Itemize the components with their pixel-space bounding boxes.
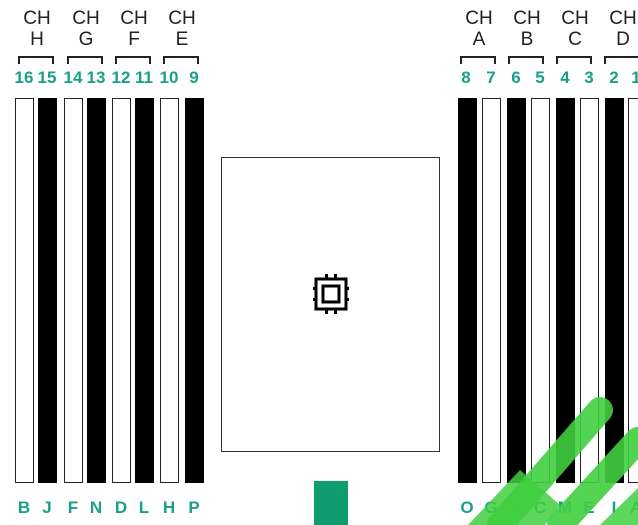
slot-letter: E: [583, 498, 595, 517]
channel-bracket-e: [163, 56, 199, 64]
slot-number: 5: [535, 68, 545, 87]
slot-letter: I: [611, 498, 617, 517]
slot-number: 6: [511, 68, 521, 87]
dimm-slot-10: [160, 98, 179, 483]
dimm-slot-1: [628, 98, 638, 483]
channel-bracket-a: [460, 56, 496, 64]
slot-letter: A: [629, 498, 638, 517]
dimm-slot-4: [556, 98, 575, 483]
slot-number: 15: [37, 68, 57, 87]
slot-number: 1: [631, 68, 638, 87]
channel-bracket-f: [115, 56, 151, 64]
slot-number: 8: [461, 68, 471, 87]
slot-number: 16: [14, 68, 34, 87]
slot-number: 10: [159, 68, 179, 87]
channel-bracket-b: [508, 56, 544, 64]
slot-number: 11: [135, 68, 153, 87]
slot-letter: F: [67, 498, 79, 517]
dimm-slot-5: [531, 98, 550, 483]
slot-letter: N: [89, 498, 103, 517]
slot-letter: C: [533, 498, 547, 517]
slot-letter: O: [460, 498, 474, 517]
dimm-slot-13: [87, 98, 106, 483]
dimm-slot-9: [185, 98, 204, 483]
slot-number: 12: [111, 68, 131, 87]
dimm-slot-3: [580, 98, 599, 483]
dimm-slot-12: [112, 98, 131, 483]
slot-letter: G: [484, 498, 498, 517]
slot-number: 13: [86, 68, 106, 87]
channel-bracket-h: [18, 56, 54, 64]
cpu-chip-icon: [313, 273, 349, 320]
slot-letter: K: [509, 498, 523, 517]
slot-letter: P: [188, 498, 200, 517]
slot-letter: B: [17, 498, 31, 517]
dimm-slot-7: [482, 98, 501, 483]
dimm-slot-16: [15, 98, 34, 483]
dimm-slot-8: [458, 98, 477, 483]
slot-number: 14: [63, 68, 83, 87]
channel-bracket-g: [67, 56, 103, 64]
dimm-slot-6: [507, 98, 526, 483]
dimm-slot-2: [605, 98, 624, 483]
slot-number: 3: [584, 68, 594, 87]
slot-number: 4: [560, 68, 570, 87]
channel-bracket-c: [556, 56, 592, 64]
slot-letter: D: [114, 498, 128, 517]
slot-letter: J: [42, 498, 52, 517]
slot-number: 7: [486, 68, 496, 87]
processor-socket: [221, 157, 440, 452]
slot-letter: L: [138, 498, 150, 517]
dimm-slot-15: [38, 98, 57, 483]
slot-number: 9: [189, 68, 199, 87]
connector-marker: [314, 481, 348, 525]
dimm-slot-11: [135, 98, 154, 483]
slot-letter: M: [557, 498, 573, 517]
slot-number: 2: [609, 68, 619, 87]
dimm-slot-14: [64, 98, 83, 483]
slot-letter: H: [162, 498, 176, 517]
channel-bracket-d: [604, 56, 638, 64]
